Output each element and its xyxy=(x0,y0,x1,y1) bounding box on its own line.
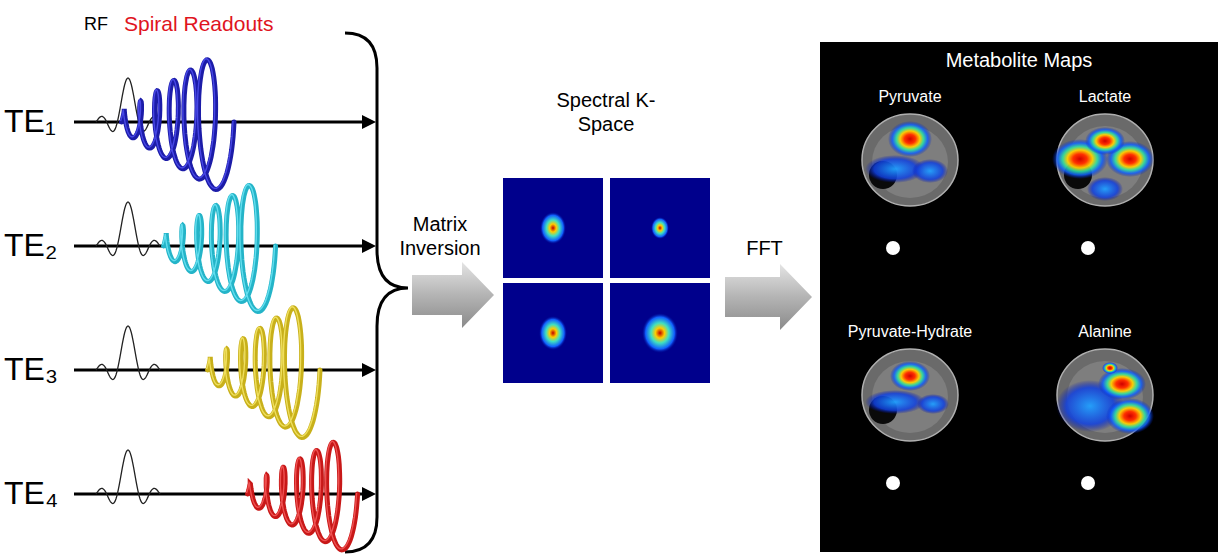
echo-time-label: TE₄ xyxy=(4,474,58,512)
reference-dot xyxy=(886,476,900,490)
panel-title: Metabolite Maps xyxy=(820,48,1218,72)
kspace-square xyxy=(503,178,603,278)
group-heading: Spectral K-Space xyxy=(551,88,661,136)
kspace-peak xyxy=(651,217,669,239)
metabolite-map xyxy=(1030,109,1180,259)
map-tile: Pyruvate xyxy=(835,87,985,287)
anatomy-slice xyxy=(1057,349,1153,441)
rf-label: RF xyxy=(84,14,108,36)
spiral-highlight xyxy=(207,307,319,437)
spiral-highlight xyxy=(163,185,275,311)
axis-arrowhead xyxy=(362,239,376,253)
results-panel: Metabolite MapsPyruvate LactatePyruvate-H… xyxy=(820,42,1218,552)
kspace-square xyxy=(503,283,603,383)
kspace-peak xyxy=(539,316,567,350)
readout-title: Spiral Readouts xyxy=(124,11,273,36)
reference-dot xyxy=(1081,476,1095,490)
reference-dot xyxy=(886,241,900,255)
metabolite-signal xyxy=(912,159,948,183)
map-tile: Pyruvate-Hydrate xyxy=(835,322,985,522)
step-label: Matrix Inversion xyxy=(388,212,492,260)
kspace-square xyxy=(610,283,710,383)
metabolite-signal xyxy=(865,390,925,414)
kspace-images xyxy=(503,178,715,384)
spiral-highlight xyxy=(247,441,357,549)
map-label: Pyruvate-Hydrate xyxy=(835,322,985,341)
metabolite-map xyxy=(1030,344,1180,494)
block-arrow-shape xyxy=(725,264,812,330)
block-arrow xyxy=(725,264,812,330)
kspace-group: Spectral K-Space xyxy=(497,88,715,385)
rf-pulse xyxy=(96,450,160,504)
metabolite-signal xyxy=(890,361,930,391)
spiral-readout xyxy=(208,308,320,438)
curly-brace xyxy=(345,33,408,552)
axis-arrowhead xyxy=(362,363,376,377)
map-tile: Lactate xyxy=(1030,87,1180,287)
matrix-inversion-arrow xyxy=(412,262,494,328)
metabolite-signal xyxy=(1102,362,1118,374)
map-label: Pyruvate xyxy=(835,87,985,106)
anatomy-slice xyxy=(862,114,958,206)
map-label: Lactate xyxy=(1030,87,1180,106)
axis-arrowhead xyxy=(362,115,376,129)
kspace-peak xyxy=(540,212,566,244)
spiral-highlight xyxy=(121,59,233,189)
metabolite-signal xyxy=(1098,368,1146,400)
echo-time-label: TE₃ xyxy=(4,350,58,388)
map-tile: Alanine xyxy=(1030,322,1180,522)
spiral-readout xyxy=(248,442,358,550)
rf-pulse xyxy=(96,202,160,256)
kspace-square xyxy=(610,178,710,278)
anatomy-slice xyxy=(862,349,958,441)
spiral-readout xyxy=(164,186,276,312)
reference-dot xyxy=(1081,241,1095,255)
metabolite-signal xyxy=(888,121,932,157)
echo-time-label: TE₁ xyxy=(4,102,56,140)
map-label: Alanine xyxy=(1030,322,1180,341)
metabolite-signal xyxy=(917,394,949,414)
echo-time-label: TE₂ xyxy=(4,226,57,264)
rf-pulse xyxy=(96,326,160,380)
metabolite-signal xyxy=(1085,127,1125,155)
metabolite-signal xyxy=(1087,177,1123,201)
axis-arrowhead xyxy=(362,487,376,501)
metabolite-signal xyxy=(1106,398,1154,434)
step-label: FFT xyxy=(744,236,785,260)
kspace-peak xyxy=(642,313,678,353)
metabolite-map xyxy=(835,109,985,259)
spiral-readout xyxy=(122,60,234,190)
metabolite-map xyxy=(835,344,985,494)
